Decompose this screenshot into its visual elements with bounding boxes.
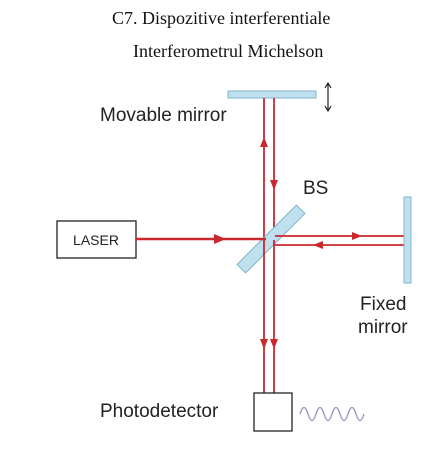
beam-arrow-down-icon (270, 180, 278, 190)
output-arrow-right-icon (270, 339, 278, 349)
output-arm-beams (263, 240, 275, 393)
fixed-mirror-label-line2: mirror (358, 317, 408, 338)
page-title: C7. Dispozitive interferentiale (112, 8, 330, 28)
photodetector-label: Photodetector (100, 401, 219, 422)
laser-box (56, 220, 137, 259)
fixed-mirror (403, 196, 412, 284)
signal-wave-icon (299, 406, 365, 422)
output-arrow-left-icon (260, 339, 268, 349)
top-arm-beams (263, 98, 275, 238)
movable-mirror-label: Movable mirror (100, 105, 227, 126)
beam-arrow-right-icon (352, 232, 362, 240)
beam-splitter (236, 204, 306, 274)
movable-mirror (227, 90, 317, 99)
page-subtitle: Interferometrul Michelson (133, 41, 323, 61)
fixed-arm-beams (275, 235, 404, 246)
photodetector-box (253, 392, 293, 432)
beam-splitter-label: BS (303, 178, 328, 199)
fixed-mirror-label-line1: Fixed (360, 294, 406, 315)
up-down-arrow-icon (324, 81, 332, 113)
laser-beam-arrow-icon (214, 234, 226, 244)
beam-arrow-up-icon (260, 137, 268, 147)
beam-arrow-left-icon (313, 241, 323, 249)
laser-label: LASER (73, 232, 119, 248)
